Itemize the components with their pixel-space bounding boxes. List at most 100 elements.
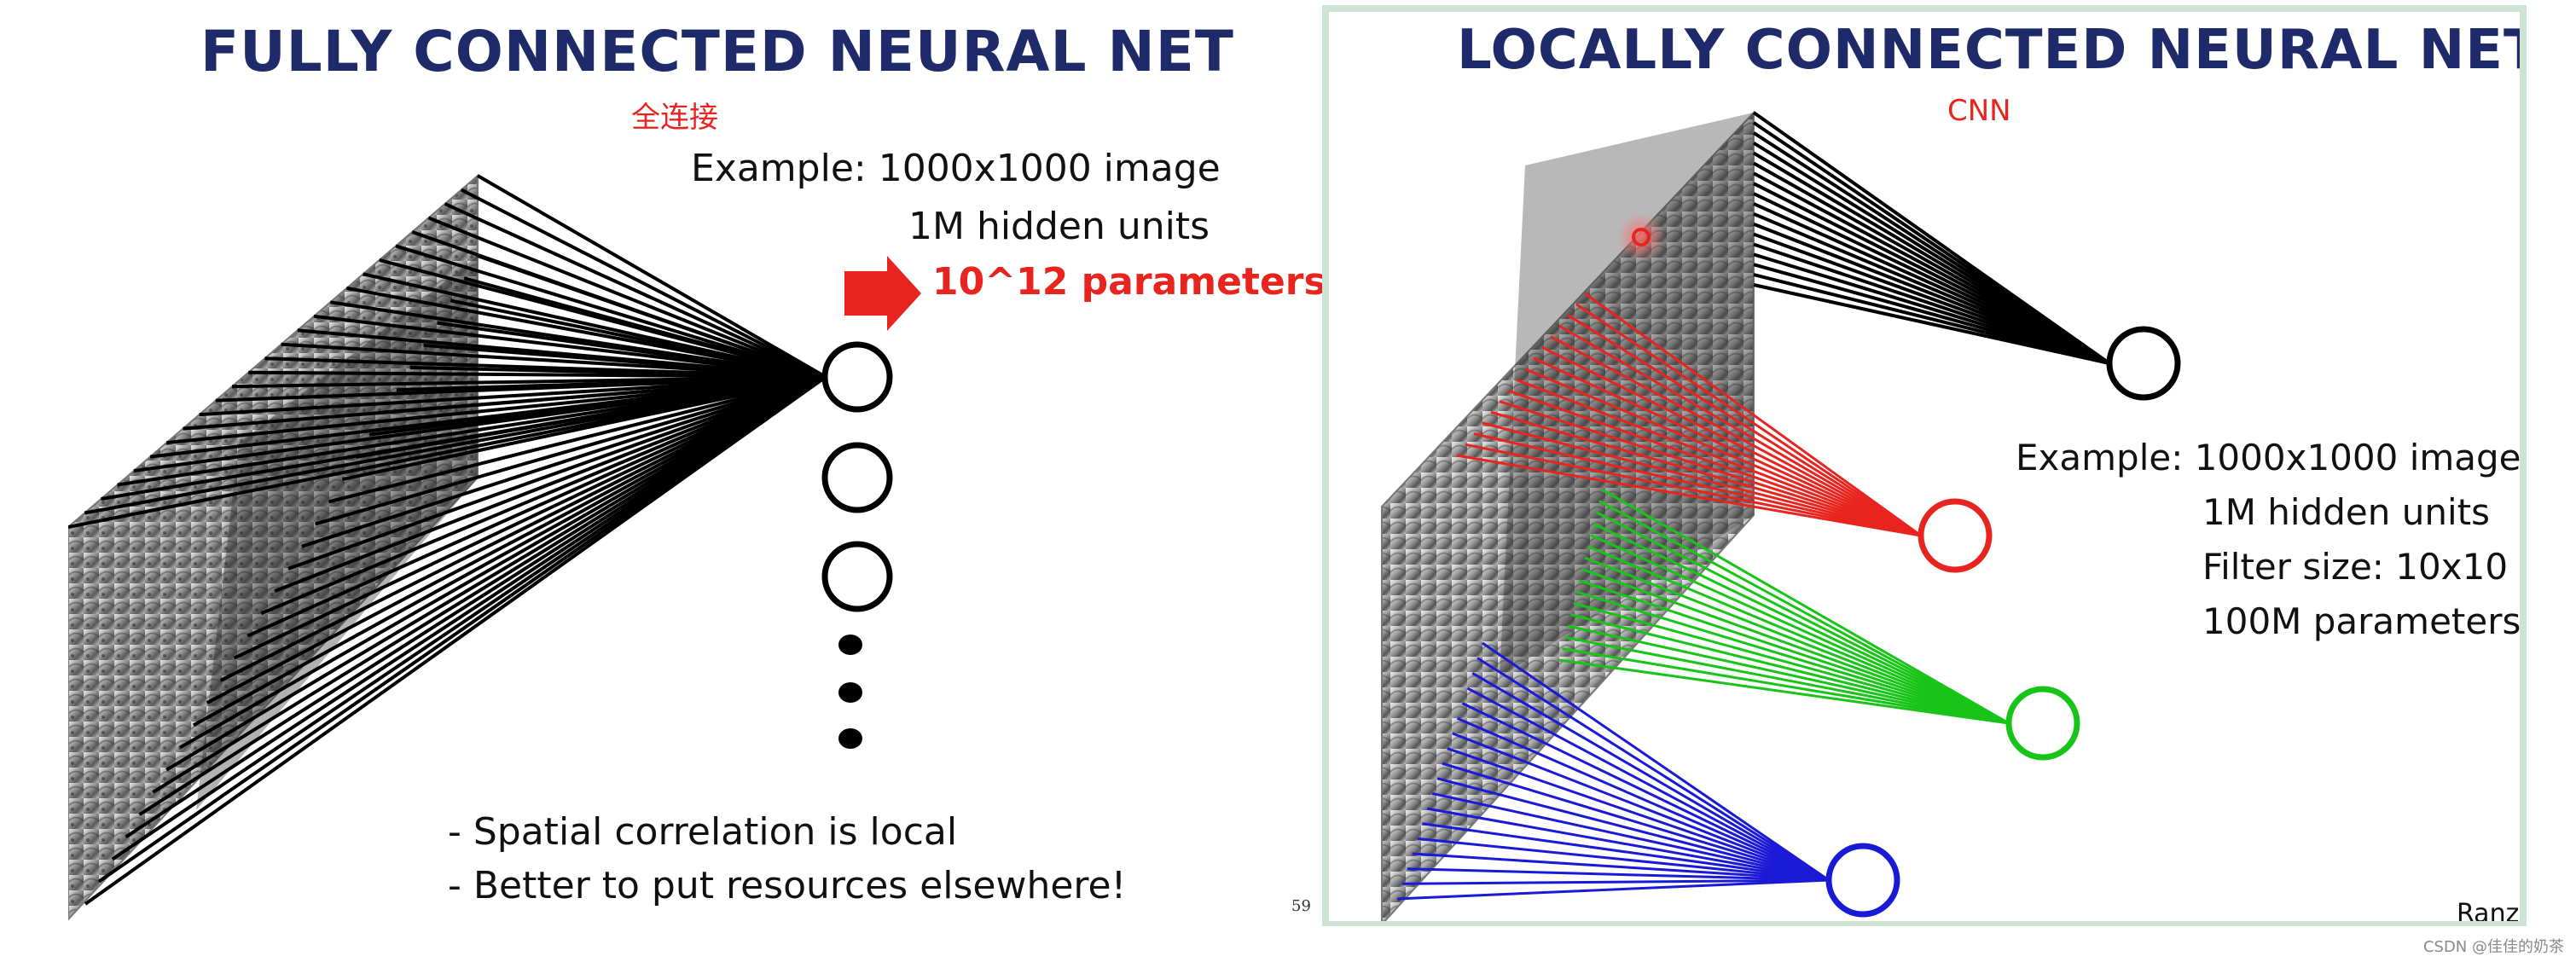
connection-line [409, 366, 827, 379]
connection-line-red [1507, 389, 1922, 537]
connection-line [463, 276, 827, 379]
left-note: 全连接 [631, 101, 718, 135]
connection-line-green [1573, 601, 2010, 725]
page-number: 59 [1291, 897, 1311, 915]
connection-line [206, 375, 827, 704]
author-credit: Ranzo [2457, 899, 2520, 926]
connection-line-blue [1396, 878, 1830, 901]
connection-line [355, 375, 827, 459]
connection-line [138, 375, 827, 816]
connection-line-red [1482, 421, 1922, 537]
hidden-unit-green [2005, 686, 2080, 761]
connection-line-green [1590, 533, 2010, 725]
left-params: 10^12 parameters!!! [932, 260, 1348, 304]
hidden-unit-blue [1825, 843, 1900, 918]
left-title: FULLY CONNECTED NEURAL NET [200, 19, 1234, 84]
connection-line [423, 343, 827, 379]
connection-line-red [1575, 303, 1922, 537]
connection-line-green [1567, 624, 2010, 725]
connection-line [281, 342, 827, 379]
connection-line [437, 321, 827, 379]
connection-line-blue [1422, 822, 1830, 882]
connection-line [328, 375, 827, 504]
connection-line [97, 375, 827, 884]
connection-line-green [1569, 613, 2010, 725]
connection-line [199, 375, 827, 417]
connection-line-blue [1452, 732, 1830, 882]
connection-line-red [1465, 443, 1922, 537]
connection-line-red [1550, 335, 1922, 537]
connection-line [260, 375, 827, 616]
connection-line-blue [1482, 641, 1830, 882]
connection-line [395, 244, 827, 379]
connection-line [165, 375, 827, 772]
connection-line-blue [1417, 837, 1830, 882]
connection-line-red [1456, 454, 1922, 537]
cursor-dot [1632, 228, 1651, 246]
connection-line-green [1564, 635, 2010, 725]
connection-line-green [1575, 590, 2010, 725]
connection-line-red [1524, 368, 1922, 537]
ellipsis-dot-2 [838, 682, 862, 703]
connection-line-green [1584, 556, 2010, 725]
fully-connected-slide: FULLY CONNECTED NEURAL NET 全连接 Example: … [68, 0, 1348, 924]
cursor-highlight [1617, 213, 1665, 261]
connection-line [427, 216, 827, 379]
connection-line [368, 375, 827, 437]
connection-line [247, 375, 827, 638]
hidden-unit-red [1917, 498, 1993, 573]
right-title: LOCALLY CONNECTED NEURAL NET [1457, 19, 2527, 82]
ellipsis-dot-1 [838, 635, 862, 655]
hidden-unit-2 [821, 442, 893, 513]
connection-line-black [1753, 283, 2110, 365]
connection-line [444, 202, 827, 379]
connection-line [396, 375, 827, 392]
connection-line [166, 375, 827, 445]
connection-line-red [1499, 400, 1922, 537]
connection-line-red [1584, 292, 1922, 537]
connection-line-blue [1477, 657, 1830, 882]
connection-line-green [1581, 567, 2010, 725]
connection-line-blue [1427, 807, 1830, 882]
connection-line [313, 314, 827, 379]
connection-line [84, 375, 827, 906]
connection-line [450, 298, 827, 379]
connection-line-green [1595, 511, 2010, 725]
connection-line-green [1578, 579, 2010, 725]
right-example-line2: 1M hidden units [2202, 491, 2490, 533]
right-example-line1: Example: 1000x1000 image [2016, 437, 2521, 478]
connection-line-green [1587, 545, 2010, 725]
connection-line [233, 375, 827, 660]
connection-line-blue [1471, 671, 1830, 882]
connection-line [179, 375, 827, 750]
left-example-line2: 1M hidden units [908, 205, 1210, 248]
connection-line [287, 375, 827, 571]
connection-line [382, 375, 827, 414]
connection-line-red [1567, 314, 1922, 537]
connection-line-green [1601, 488, 2010, 725]
fully-connected-diagram [68, 173, 921, 921]
locally-connected-diagram [1381, 110, 2181, 921]
fully-connected-lines [68, 174, 827, 906]
connection-line-red [1541, 345, 1922, 537]
connection-line-red [1490, 410, 1922, 537]
red-arrow-icon [844, 256, 921, 331]
connection-line-green [1562, 647, 2010, 725]
connection-line [117, 375, 827, 487]
connection-line-red [1558, 324, 1922, 537]
connection-line-red [1473, 432, 1922, 537]
left-bullet-1: - Spatial correlation is local [448, 810, 958, 854]
connection-line [152, 375, 827, 794]
connection-line-blue [1456, 716, 1830, 882]
right-example-line3: Filter size: 10x10 [2202, 546, 2509, 588]
left-bullet-2: - Better to put resources elsewhere! [448, 864, 1127, 907]
connection-line-red [1533, 356, 1922, 537]
connection-line [219, 375, 827, 682]
ellipsis-dot-3 [838, 728, 862, 749]
connection-line [125, 375, 827, 839]
connection-line [315, 375, 827, 526]
left-example-line1: Example: 1000x1000 image [691, 147, 1221, 190]
connection-line [301, 375, 827, 548]
connection-line-green [1598, 500, 2010, 725]
connection-line [111, 375, 827, 861]
